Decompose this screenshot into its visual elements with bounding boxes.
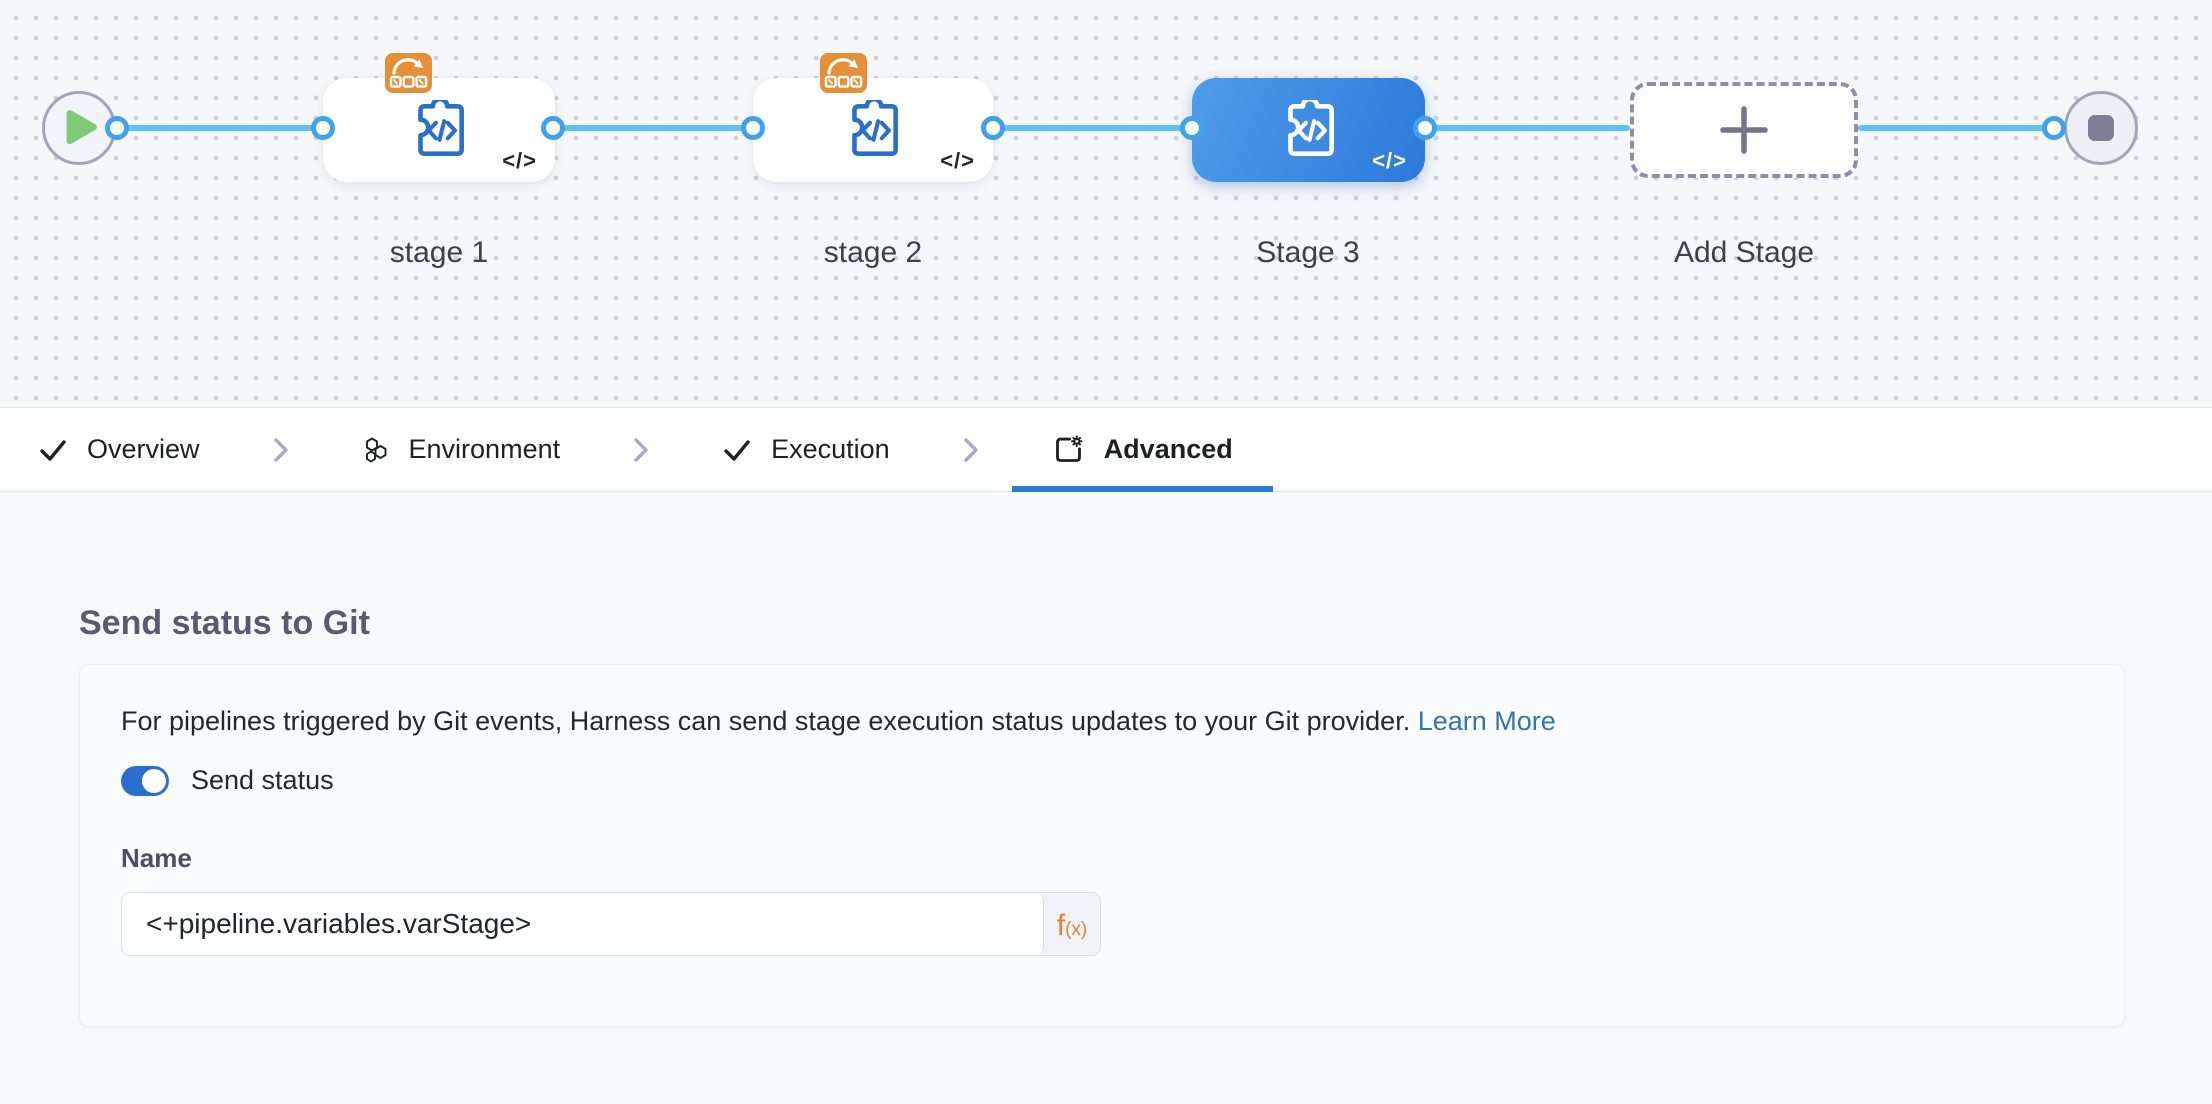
chevron-right-icon bbox=[272, 435, 290, 465]
tab-advanced[interactable]: Advanced bbox=[1011, 408, 1273, 492]
connector-port[interactable] bbox=[1180, 116, 1204, 140]
hexagons-icon bbox=[365, 437, 386, 462]
connector-port[interactable] bbox=[105, 116, 129, 140]
name-input[interactable] bbox=[122, 893, 1044, 955]
chevron-right-icon bbox=[632, 435, 650, 465]
name-input-group: f(x) bbox=[121, 892, 1101, 956]
connector-line bbox=[117, 125, 323, 131]
connector-port[interactable] bbox=[541, 116, 565, 140]
connector-port[interactable] bbox=[1413, 116, 1437, 140]
connector-port[interactable] bbox=[311, 116, 335, 140]
connector-port[interactable] bbox=[741, 116, 765, 140]
stage-label[interactable]: Stage 3 bbox=[1256, 236, 1360, 269]
learn-more-link[interactable]: Learn More bbox=[1417, 706, 1556, 736]
connector-line bbox=[1858, 125, 2054, 131]
panel-description: For pipelines triggered by Git events, H… bbox=[121, 706, 1556, 736]
send-status-label: Send status bbox=[191, 765, 334, 795]
tab-label: Execution bbox=[771, 434, 890, 464]
looping-strategy-icon[interactable] bbox=[385, 53, 432, 93]
play-icon bbox=[66, 110, 97, 145]
tab-label: Overview bbox=[87, 434, 200, 464]
stage-card-stage-3-selected[interactable]: </> bbox=[1192, 78, 1425, 182]
tab-overview[interactable]: Overview bbox=[38, 408, 200, 491]
stage-card-stage-1[interactable]: </> bbox=[323, 78, 555, 182]
yaml-toggle-glyph: </> bbox=[1372, 148, 1407, 173]
tab-label: Advanced bbox=[1103, 434, 1233, 464]
send-status-toggle[interactable] bbox=[121, 765, 169, 796]
connector-line bbox=[993, 125, 1192, 131]
expression-fx-button[interactable]: f(x) bbox=[1056, 909, 1088, 942]
add-stage-label[interactable]: Add Stage bbox=[1673, 236, 1815, 269]
connector-port[interactable] bbox=[2042, 116, 2066, 140]
name-field-label: Name bbox=[121, 843, 192, 873]
stop-icon bbox=[2088, 115, 2114, 141]
fx-glyph: f bbox=[1056, 909, 1066, 942]
check-icon bbox=[724, 439, 750, 461]
custom-stage-puzzle-icon bbox=[418, 100, 464, 156]
stage-tabs-bar: Overview Environment Execution bbox=[0, 407, 2212, 492]
custom-stage-puzzle-icon bbox=[1287, 100, 1334, 156]
yaml-toggle-glyph: </> bbox=[940, 148, 975, 173]
panel-heading: Send status to Git bbox=[79, 604, 370, 642]
stage-card-stage-2[interactable]: </> bbox=[753, 78, 993, 182]
add-stage-button[interactable] bbox=[1630, 82, 1858, 178]
connector-port[interactable] bbox=[981, 116, 1005, 140]
chevron-right-icon bbox=[962, 435, 980, 465]
check-icon bbox=[40, 439, 66, 461]
send-status-panel: For pipelines triggered by Git events, H… bbox=[79, 664, 2125, 1027]
send-status-row: Send status bbox=[121, 765, 334, 796]
tab-environment[interactable]: Environment bbox=[362, 408, 561, 491]
stage-label[interactable]: stage 2 bbox=[823, 236, 923, 269]
connector-line bbox=[1425, 125, 1630, 131]
advanced-tab-content: Send status to Git For pipelines trigger… bbox=[0, 493, 2212, 1104]
toggle-knob bbox=[142, 768, 166, 793]
pipeline-end-node bbox=[2064, 91, 2138, 165]
pipeline-start-node bbox=[42, 91, 116, 165]
plus-icon bbox=[1720, 106, 1768, 154]
yaml-toggle-glyph: </> bbox=[502, 148, 537, 173]
box-gear-icon bbox=[1055, 435, 1083, 462]
tab-execution[interactable]: Execution bbox=[722, 408, 890, 491]
connector-line bbox=[553, 125, 753, 131]
custom-stage-puzzle-icon bbox=[852, 100, 898, 156]
looping-strategy-icon[interactable] bbox=[820, 53, 867, 93]
pipeline-canvas[interactable]: </> </> </> bbox=[0, 0, 2212, 407]
active-tab-indicator bbox=[1011, 486, 1273, 492]
tab-label: Environment bbox=[408, 434, 561, 464]
stage-label[interactable]: stage 1 bbox=[389, 236, 489, 269]
